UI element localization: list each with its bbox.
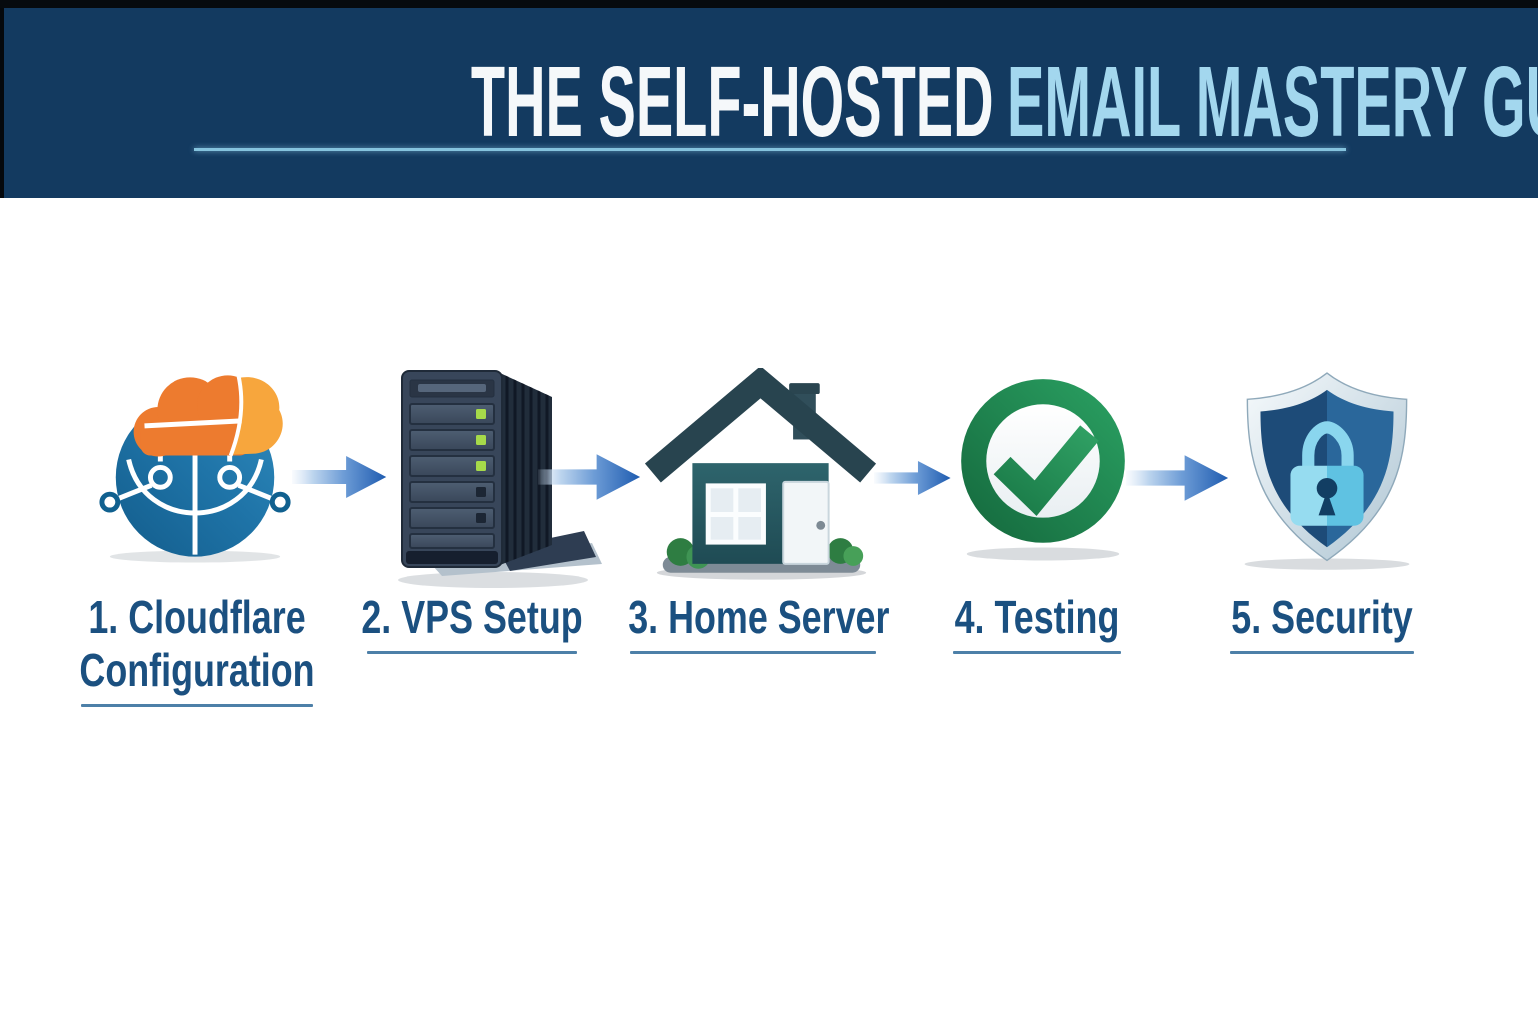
- step-label-line: Configuration: [79, 644, 315, 696]
- arrow-right-icon: [292, 456, 387, 498]
- cloud-shape: [133, 375, 283, 457]
- label-underline: [81, 704, 313, 707]
- house-icon: [645, 368, 877, 580]
- arrow-right-icon: [1126, 455, 1229, 501]
- step-label-line: 3. Home Server: [628, 591, 890, 643]
- cloudflare-cloud-globe-icon: [99, 375, 291, 563]
- title-underline: [194, 148, 1346, 151]
- step-label-testing: 4. Testing: [877, 591, 1197, 654]
- label-underline: [630, 651, 876, 654]
- title-segment-blue: EMAIL MASTERY GUIDE: [1007, 46, 1538, 158]
- step-label-vps-setup: 2. VPS Setup: [312, 591, 632, 654]
- step-label-line: 5. Security: [1231, 591, 1413, 643]
- step-label-cloudflare-configuration: 1. Cloudflare Configuration: [37, 591, 357, 707]
- checkmark-circle-icon: [961, 379, 1125, 561]
- label-underline: [953, 651, 1121, 654]
- step-label-security: 5. Security: [1162, 591, 1482, 654]
- arrow-right-icon: [538, 454, 641, 500]
- server-tower-icon: [398, 370, 602, 588]
- shield-lock-icon: [1244, 372, 1410, 570]
- label-underline: [367, 651, 577, 654]
- arrow-right-icon: [874, 460, 951, 496]
- step-label-home-server: 3. Home Server: [593, 591, 913, 654]
- step-label-line: 2. VPS Setup: [361, 591, 583, 643]
- top-border: [0, 0, 1538, 8]
- title-segment-white: THE SELF-HOSTED: [470, 46, 994, 158]
- step-label-line: 1. Cloudflare: [88, 591, 306, 643]
- label-underline: [1230, 651, 1414, 654]
- step-label-line: 4. Testing: [954, 591, 1120, 643]
